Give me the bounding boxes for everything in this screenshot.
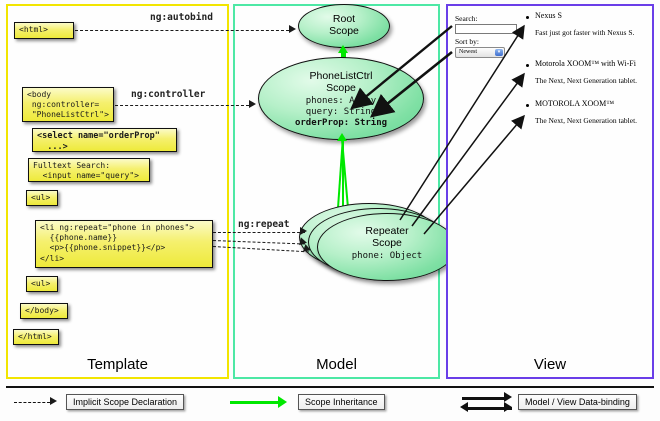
- scope-repeater-title-2: Scope: [372, 237, 402, 250]
- search-input[interactable]: [455, 24, 517, 34]
- panel-model-label: Model: [316, 356, 357, 373]
- search-label: Search:: [455, 14, 478, 23]
- legend-divider: [6, 386, 654, 388]
- panel-template-label: Template: [87, 356, 148, 373]
- scope-root: Root Scope: [298, 4, 390, 48]
- code-box-ul-open: <ul>: [26, 190, 58, 206]
- legend-data-binding-arrowhead-right: [504, 392, 512, 402]
- phone-snippet: The Next, Next Generation tablet.: [535, 116, 638, 125]
- code-box-fulltext-search: Fulltext Search: <input name="query">: [28, 158, 150, 182]
- connector-ng-repeat-line-1: [213, 232, 305, 233]
- scope-phonelistctrl: PhoneListCtrl Scope phones: Array query:…: [258, 57, 424, 140]
- scope-phonelistctrl-title-2: Scope: [326, 82, 356, 95]
- code-box-li-repeat: <li ng:repeat="phone in phones"> {{phone…: [35, 220, 213, 268]
- connector-ng-autobind-line: [75, 30, 289, 31]
- sort-by-label: Sort by:: [455, 37, 479, 46]
- panel-view-label: View: [533, 356, 567, 373]
- scope-phonelistctrl-properties: phones: Array query: String orderProp: S…: [259, 96, 423, 129]
- connector-ng-controller-arrowhead: [249, 100, 256, 108]
- sort-by-selected-value: Newest: [459, 49, 477, 55]
- connector-ng-repeat-label: ng:repeat: [238, 219, 290, 230]
- list-bullet: [526, 104, 529, 107]
- connector-ng-autobind-arrowhead: [289, 25, 296, 33]
- scope-root-title-1: Root: [332, 13, 356, 25]
- code-box-html-close: </html>: [13, 329, 59, 345]
- legend-data-binding-line-top: [462, 397, 506, 400]
- legend-implicit-scope-declaration: Implicit Scope Declaration: [66, 394, 185, 410]
- phone-name: Nexus S: [535, 11, 562, 20]
- connector-ng-autobind-label: ng:autobind: [150, 12, 213, 23]
- legend-scope-inheritance: Scope Inheritance: [298, 394, 385, 410]
- legend-implicit-scope-declaration-arrowhead: [50, 397, 57, 405]
- sort-by-select[interactable]: Newest ▾: [455, 47, 505, 58]
- connector-ng-controller-label: ng:controller: [131, 89, 206, 100]
- connector-ng-repeat-arrowhead-1: [300, 227, 307, 235]
- legend-implicit-scope-declaration-line: [14, 402, 50, 403]
- scope-repeater-properties: phone: Object: [318, 251, 456, 262]
- phone-name: Motorola XOOM™ with Wi-Fi: [535, 59, 636, 68]
- inheritance-arrow-repeater-line-2: [342, 140, 344, 208]
- phone-snippet: The Next, Next Generation tablet.: [535, 76, 638, 85]
- phone-snippet: Fast just got faster with Nexus S.: [535, 28, 635, 37]
- code-box-html-open: <html>: [14, 22, 74, 39]
- scope-property-orderprop: orderProp: String: [294, 118, 388, 129]
- scope-property-phone: phone: Object: [351, 251, 423, 262]
- code-box-body-close: </body>: [20, 303, 68, 319]
- legend-model-view-data-binding: Model / View Data-binding: [518, 394, 637, 410]
- scope-phonelistctrl-title-1: PhoneListCtrl: [309, 70, 373, 82]
- inheritance-arrow-root-head: [338, 45, 348, 53]
- code-box-body-open: <body ng:controller= "PhoneListCtrl">: [22, 87, 114, 122]
- legend-data-binding-arrowhead-left: [460, 402, 468, 412]
- legend-data-binding-line-bottom: [468, 407, 512, 410]
- code-box-ul-close: <ul>: [26, 276, 58, 292]
- scope-property-query: query: String: [305, 107, 377, 118]
- scope-root-title-2: Scope: [329, 25, 359, 38]
- scope-repeater: Repeater Scope phone: Object: [317, 213, 457, 281]
- chevron-down-icon: ▾: [495, 49, 503, 56]
- phone-name: MOTOROLA XOOM™: [535, 99, 615, 108]
- legend-scope-inheritance-arrowhead: [278, 396, 287, 408]
- scope-repeater-title-1: Repeater: [365, 225, 409, 237]
- list-bullet: [526, 64, 529, 67]
- code-box-select-tag: <select name="orderProp" ...>: [32, 128, 177, 152]
- scope-property-phones: phones: Array: [305, 96, 377, 107]
- legend-scope-inheritance-line: [230, 401, 278, 404]
- list-bullet: [526, 16, 529, 19]
- connector-ng-controller-line: [115, 105, 249, 106]
- legend-data-binding-arrowhead-right-2: [504, 402, 512, 412]
- inheritance-arrow-repeater-head: [337, 133, 347, 141]
